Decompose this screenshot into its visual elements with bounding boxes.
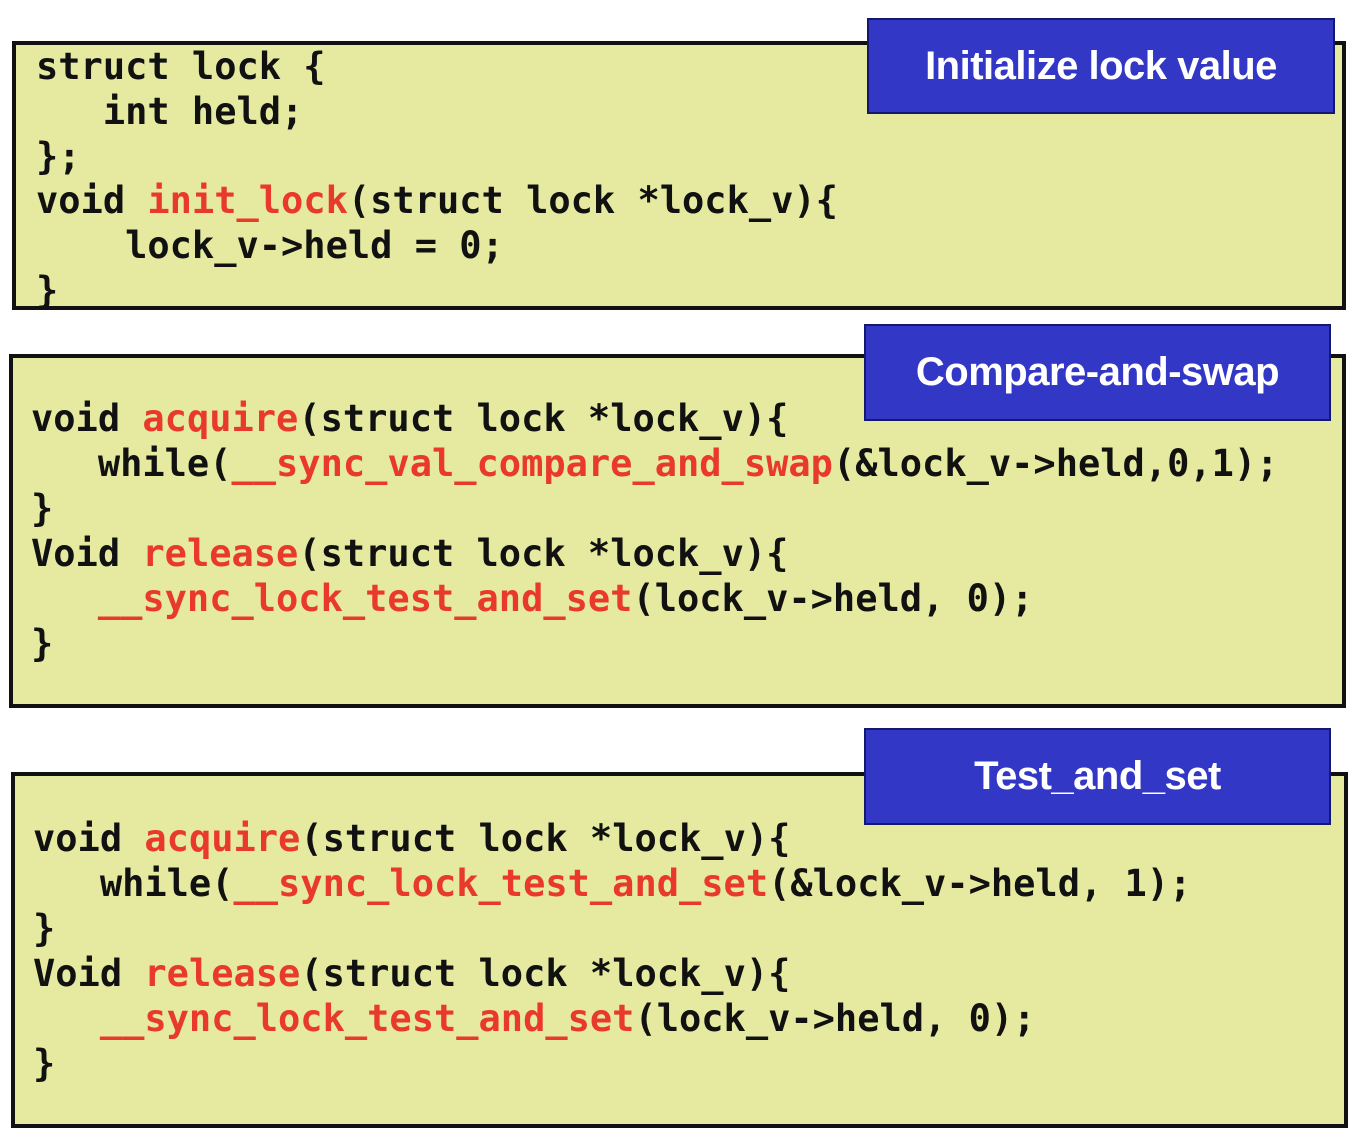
code-token <box>33 997 100 1040</box>
function-name-token: __sync_lock_test_and_set <box>99 997 635 1040</box>
code-line: while(__sync_lock_test_and_set(&lock_v->… <box>33 861 1192 906</box>
code-line: Void release(struct lock *lock_v){ <box>33 951 1191 996</box>
code-token: while( <box>31 442 232 485</box>
code-line: void acquire(struct lock *lock_v){ <box>31 396 1278 441</box>
code-token: (&lock_v->held,0,1); <box>832 442 1279 485</box>
function-name-token: init_lock <box>147 179 348 223</box>
code-line: } <box>31 486 1278 531</box>
code-line: } <box>31 621 1278 666</box>
code-line: Void release(struct lock *lock_v){ <box>31 531 1278 576</box>
code-token: } <box>36 268 59 312</box>
code-line: int held; <box>36 90 838 135</box>
code-token: (struct lock *lock_v){ <box>300 817 791 860</box>
code-token: (struct lock *lock_v){ <box>298 532 789 575</box>
init-lock-title-label: Initialize lock value <box>867 18 1335 114</box>
code-line: } <box>36 269 838 314</box>
code-token: (&lock_v->held, 1); <box>768 862 1192 905</box>
function-name-token: acquire <box>142 397 299 440</box>
code-token: } <box>33 907 56 950</box>
code-token: } <box>33 1042 56 1085</box>
code-line: }; <box>36 135 838 180</box>
test-and-set-code-block: void acquire(struct lock *lock_v){ while… <box>33 816 1191 1086</box>
code-line: lock_v->held = 0; <box>36 224 838 269</box>
function-name-token: __sync_val_compare_and_swap <box>231 442 833 485</box>
code-token: } <box>31 487 54 530</box>
code-line: while(__sync_val_compare_and_swap(&lock_… <box>31 441 1279 486</box>
code-token: Void <box>31 532 143 575</box>
code-line: __sync_lock_test_and_set(lock_v->held, 0… <box>31 576 1278 621</box>
code-token: (lock_v->held, 0); <box>632 577 1034 620</box>
code-token: (struct lock *lock_v){ <box>347 179 838 223</box>
code-line: struct lock { <box>36 45 838 90</box>
compare-and-swap-title-label: Compare-and-swap <box>864 324 1331 421</box>
code-token: (struct lock *lock_v){ <box>298 397 789 440</box>
code-token: void <box>36 179 148 223</box>
test-and-set-code-panel: void acquire(struct lock *lock_v){ while… <box>11 772 1348 1128</box>
code-token: Void <box>33 952 145 995</box>
code-token: (struct lock *lock_v){ <box>300 952 791 995</box>
init-lock-code-block: struct lock { int held;};void init_lock(… <box>36 45 838 314</box>
compare-and-swap-code-block: void acquire(struct lock *lock_v){ while… <box>31 396 1278 666</box>
code-token: (lock_v->held, 0); <box>634 997 1036 1040</box>
code-token: while( <box>33 862 234 905</box>
code-token: struct lock { <box>36 45 326 88</box>
function-name-token: release <box>144 952 301 995</box>
function-name-token: acquire <box>144 817 301 860</box>
code-token: lock_v->held = 0; <box>36 224 504 268</box>
code-line: } <box>33 906 1191 951</box>
test-and-set-title-label: Test_and_set <box>864 728 1331 825</box>
function-name-token: __sync_lock_test_and_set <box>233 862 769 905</box>
function-name-token: __sync_lock_test_and_set <box>97 577 633 620</box>
code-token: } <box>31 622 54 665</box>
code-token: void <box>31 397 143 440</box>
code-token: void <box>33 817 145 860</box>
code-token: int held; <box>36 89 304 133</box>
code-line: } <box>33 1041 1191 1086</box>
code-token: }; <box>36 134 81 178</box>
code-line: void init_lock(struct lock *lock_v){ <box>36 179 838 224</box>
code-line: __sync_lock_test_and_set(lock_v->held, 0… <box>33 996 1191 1041</box>
function-name-token: release <box>142 532 299 575</box>
code-line: void acquire(struct lock *lock_v){ <box>33 816 1191 861</box>
code-token <box>31 577 98 620</box>
